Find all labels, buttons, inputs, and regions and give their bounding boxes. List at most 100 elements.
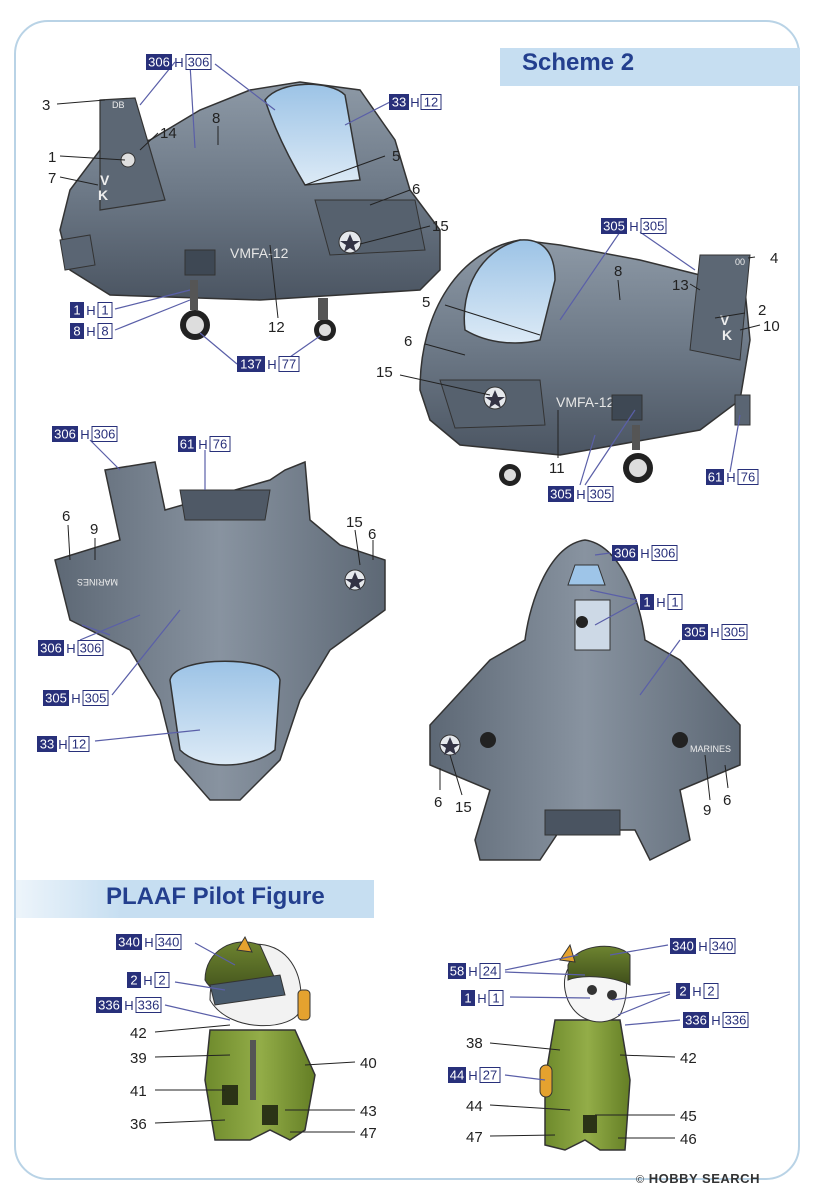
svg-text:H: H bbox=[640, 546, 649, 561]
svg-text:305: 305 bbox=[643, 219, 665, 234]
svg-text:306: 306 bbox=[148, 55, 170, 70]
scheme-heading-bar bbox=[500, 48, 800, 86]
svg-text:H: H bbox=[711, 1013, 720, 1028]
svg-text:1: 1 bbox=[101, 303, 108, 318]
svg-text:9: 9 bbox=[703, 802, 711, 819]
bottom-marines-marking: MARINES bbox=[690, 744, 731, 754]
svg-text:2: 2 bbox=[758, 302, 766, 319]
svg-text:306: 306 bbox=[80, 641, 102, 656]
svg-text:H: H bbox=[710, 625, 719, 640]
svg-text:K: K bbox=[722, 327, 732, 343]
svg-text:44: 44 bbox=[466, 1098, 483, 1115]
svg-text:306: 306 bbox=[40, 641, 62, 656]
svg-text:1: 1 bbox=[492, 991, 499, 1006]
svg-text:H: H bbox=[698, 939, 707, 954]
svg-text:340: 340 bbox=[712, 939, 734, 954]
svg-text:27: 27 bbox=[483, 1068, 497, 1083]
svg-text:2: 2 bbox=[130, 973, 137, 988]
svg-text:305: 305 bbox=[724, 625, 746, 640]
svg-text:1: 1 bbox=[643, 595, 650, 610]
svg-text:15: 15 bbox=[455, 799, 472, 816]
svg-text:6: 6 bbox=[434, 794, 442, 811]
svg-text:137: 137 bbox=[240, 357, 262, 372]
svg-text:H: H bbox=[143, 973, 152, 988]
svg-text:6: 6 bbox=[368, 526, 376, 543]
svg-text:39: 39 bbox=[130, 1050, 147, 1067]
svg-text:13: 13 bbox=[672, 277, 689, 294]
svg-text:1: 1 bbox=[73, 303, 80, 318]
svg-text:14: 14 bbox=[160, 125, 177, 142]
svg-text:H: H bbox=[267, 357, 276, 372]
svg-text:V: V bbox=[720, 312, 730, 328]
svg-text:H: H bbox=[629, 219, 638, 234]
svg-text:10: 10 bbox=[763, 318, 780, 335]
pilot-figure-right bbox=[539, 943, 631, 1151]
squadron-marking-right: VMFA-121 bbox=[556, 394, 622, 410]
svg-text:6: 6 bbox=[412, 181, 420, 198]
svg-text:42: 42 bbox=[130, 1025, 147, 1042]
svg-text:11: 11 bbox=[549, 460, 565, 477]
svg-text:4: 4 bbox=[770, 250, 778, 267]
paint-label-340b: 340 H 340 bbox=[670, 938, 736, 954]
svg-text:15: 15 bbox=[432, 218, 449, 235]
svg-text:6: 6 bbox=[404, 333, 412, 350]
svg-text:305: 305 bbox=[550, 487, 572, 502]
svg-text:H: H bbox=[174, 55, 183, 70]
svg-text:H: H bbox=[726, 470, 735, 485]
svg-text:305: 305 bbox=[684, 625, 706, 640]
paint-label-305d: 305 H 305 bbox=[682, 624, 748, 640]
svg-text:H: H bbox=[692, 984, 701, 999]
svg-text:306: 306 bbox=[54, 427, 76, 442]
svg-text:H: H bbox=[144, 935, 153, 950]
svg-text:336: 336 bbox=[725, 1013, 747, 1028]
svg-text:15: 15 bbox=[376, 364, 393, 381]
scheme-title: Scheme 2 bbox=[522, 49, 635, 76]
svg-text:306: 306 bbox=[614, 546, 636, 561]
paint-label-306e: 306 H 306 bbox=[612, 545, 678, 561]
jet-side-view-left: VMFA-12 V K DB bbox=[59, 81, 441, 341]
svg-text:340: 340 bbox=[118, 935, 140, 950]
svg-text:24: 24 bbox=[483, 964, 497, 979]
svg-text:306: 306 bbox=[654, 546, 676, 561]
svg-text:8: 8 bbox=[73, 324, 80, 339]
svg-text:36: 36 bbox=[130, 1116, 147, 1133]
svg-text:2: 2 bbox=[707, 984, 714, 999]
svg-text:61: 61 bbox=[180, 437, 194, 452]
jet-bottom-view: MARINES bbox=[429, 539, 741, 862]
svg-text:H: H bbox=[86, 324, 95, 339]
pilot-figure-left bbox=[204, 935, 316, 1141]
svg-text:5: 5 bbox=[422, 294, 430, 311]
svg-text:6: 6 bbox=[62, 508, 70, 525]
svg-text:K: K bbox=[98, 187, 108, 203]
jet-top-view: MARINES bbox=[54, 460, 386, 801]
svg-text:H: H bbox=[468, 1068, 477, 1083]
svg-text:H: H bbox=[71, 691, 80, 706]
svg-text:12: 12 bbox=[424, 95, 438, 110]
svg-text:33: 33 bbox=[40, 737, 54, 752]
svg-text:336: 336 bbox=[98, 998, 120, 1013]
svg-text:H: H bbox=[656, 595, 665, 610]
svg-text:61: 61 bbox=[708, 470, 722, 485]
svg-text:340: 340 bbox=[158, 935, 180, 950]
svg-text:1: 1 bbox=[671, 595, 678, 610]
svg-text:15: 15 bbox=[346, 514, 363, 531]
svg-text:340: 340 bbox=[672, 939, 694, 954]
svg-text:7: 7 bbox=[48, 170, 56, 187]
